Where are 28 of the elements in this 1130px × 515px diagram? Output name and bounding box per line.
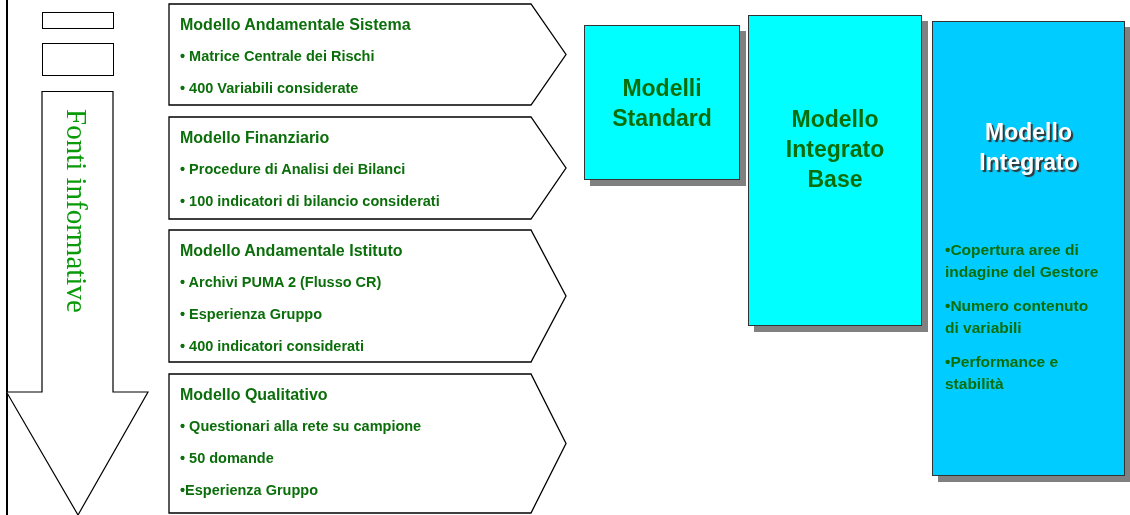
down-arrow: [6, 91, 149, 515]
chevron-box: [168, 229, 567, 363]
empty-box: [42, 43, 114, 76]
box-title: Modelli Standard: [611, 73, 713, 133]
bullet-text: •Performance e stabilità: [944, 352, 1060, 394]
bullet-text: • 400 Variabili considerate: [180, 79, 360, 98]
empty-box: [42, 12, 114, 29]
chevron-box: [168, 373, 567, 514]
bullet-text: • 50 domande: [180, 449, 275, 468]
bullet-text: •Esperienza Gruppo: [180, 481, 320, 500]
bullet-text: •Copertura aree di indagine del Gestore: [944, 240, 1100, 282]
bullet-text: • 100 indicatori di bilancio considerati: [180, 192, 440, 211]
bullet-text: • 400 indicatori considerati: [180, 337, 365, 356]
chevron-box: [168, 116, 567, 220]
chevron-heading: Modello Andamentale Istituto: [180, 241, 403, 260]
chevron-box: [168, 3, 567, 106]
bullet-text: • Questionari alla rete su campione: [180, 417, 422, 436]
bullet-text: • Matrice Centrale dei Rischi: [180, 47, 376, 66]
box-title: Modello Integrato Base: [784, 105, 886, 194]
bullet-text: • Esperienza Gruppo: [180, 305, 324, 324]
arrow-label: Fonti informative: [62, 109, 91, 313]
bullet-text: •Numero contenuto di variabili: [944, 296, 1090, 338]
bullet-text: • Archivi PUMA 2 (Flusso CR): [180, 273, 383, 292]
chevron-heading: Modello Finanziario: [180, 128, 331, 147]
box-title: Modello Integrato: [978, 118, 1079, 177]
bullet-text: • Procedure di Analisi dei Bilanci: [180, 160, 407, 179]
chevron-heading: Modello Andamentale Sistema: [180, 15, 411, 34]
chevron-heading: Modello Qualitativo: [180, 385, 329, 404]
